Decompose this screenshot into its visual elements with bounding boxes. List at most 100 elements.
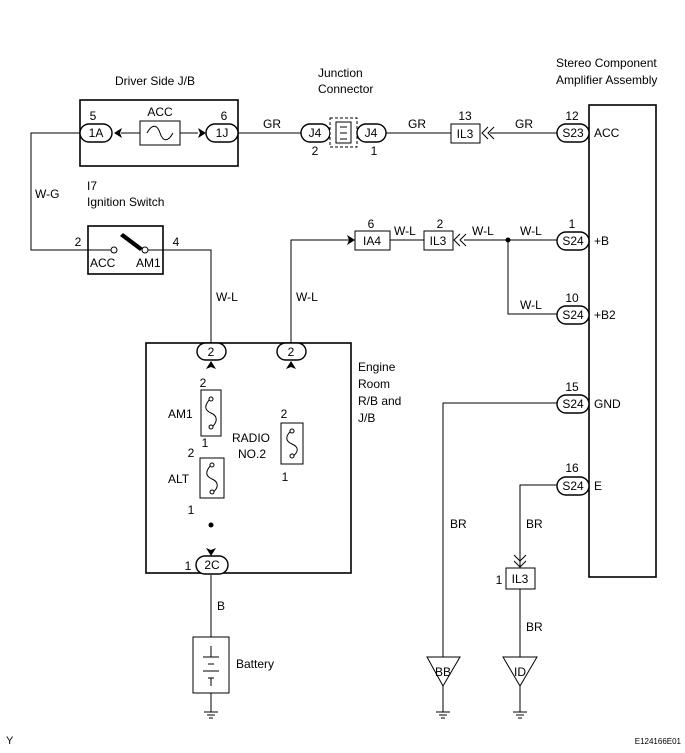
pin-1a: 5 [90, 109, 97, 123]
connector-s24-gnd-label: S24 [562, 397, 584, 411]
connector-1j-label: 1J [216, 126, 229, 140]
pin-s23: 12 [565, 109, 579, 123]
wire-wl-ign: W-L [216, 290, 238, 304]
pin-1j: 6 [221, 109, 228, 123]
alt-fuse-icon [206, 463, 218, 494]
am1-fuse-label: AM1 [168, 407, 193, 421]
acc-fuse-icon [146, 125, 174, 141]
connector-s24-e: S24 [556, 476, 590, 496]
connector-er-2-left: 2 [196, 342, 227, 361]
figure-code: E124166E01 [635, 737, 682, 746]
radio-fuse-label-1: RADIO [232, 431, 270, 445]
ignition-switch-code: I7 [87, 179, 97, 193]
pin-radio-bottom: 1 [282, 470, 289, 484]
arrow-right-1j [198, 128, 206, 138]
wire-gr-2: GR [408, 117, 426, 131]
ground-point-id [502, 656, 538, 687]
connector-s24-b-label: S24 [562, 234, 584, 248]
connector-2c: 2C [195, 555, 229, 575]
pin-s24-b2: 10 [565, 291, 579, 305]
ign-am1-contact [141, 246, 149, 254]
pin-am1-top: 2 [200, 376, 207, 390]
amplifier-box [588, 104, 657, 578]
pin-ign-am1: 4 [173, 235, 180, 249]
connector-ia4-label: IA4 [363, 234, 381, 248]
radio-fuse-label-2: NO.2 [238, 447, 266, 461]
ign-am1-label: AM1 [136, 256, 161, 270]
terminal-b: +B [594, 234, 609, 248]
amplifier-label-2: Amplifier Assembly [556, 73, 657, 87]
battery-label: Battery [236, 657, 274, 671]
connector-s24-b: S24 [556, 231, 590, 251]
connector-s24-e-label: S24 [562, 479, 584, 493]
wire-gr-3: GR [515, 117, 533, 131]
arrow-up-er-right [286, 361, 296, 369]
wire-wg: W-G [35, 187, 59, 201]
terminal-gnd: GND [594, 397, 621, 411]
pin-alt-bottom: 1 [188, 503, 195, 517]
pin-il3-top: 13 [458, 109, 472, 123]
engine-room-label-4: J/B [358, 411, 375, 425]
pin-ign-acc: 2 [75, 235, 82, 249]
pin-radio-top: 2 [281, 407, 288, 421]
female-mark-il3-top [481, 126, 495, 140]
connector-j4-left-label: J4 [309, 126, 322, 140]
ground-icon-battery [204, 711, 218, 719]
connector-s24-b2: S24 [556, 305, 590, 325]
arrow-left-1a [114, 128, 122, 138]
connector-s24-b2-label: S24 [562, 308, 584, 322]
pin-ia4: 6 [368, 217, 375, 231]
engine-room-label-3: R/B and [358, 394, 401, 408]
connector-il3-mid [423, 230, 454, 251]
terminal-acc: ACC [594, 126, 620, 140]
splice-point-er [208, 522, 214, 528]
wire-br-gnd: BR [450, 517, 467, 531]
ground-icon-bb [436, 711, 450, 719]
pin-s24-gnd: 15 [565, 380, 579, 394]
radio-fuse-icon [286, 429, 298, 458]
ground-id-label: ID [514, 665, 526, 679]
connector-il3-bottom-label: IL3 [512, 572, 529, 586]
connector-il3-bottom [505, 567, 536, 590]
wire-gr-1: GR [263, 117, 281, 131]
pin-s24-e: 16 [565, 461, 579, 475]
connector-s24-gnd: S24 [556, 394, 590, 414]
ign-acc-contact [110, 246, 118, 254]
arrow-up-er-left [206, 361, 216, 369]
engine-room-label-2: Room [358, 377, 390, 391]
connector-1a: 1A [79, 123, 113, 143]
pin-il3-bottom: 1 [496, 573, 503, 587]
pin-am1-bottom: 1 [202, 436, 209, 450]
connector-s23-label: S23 [562, 126, 584, 140]
arrow-ia4 [347, 235, 355, 245]
pin-j4-right: 1 [371, 144, 378, 158]
amplifier-label-1: Stereo Component [556, 56, 657, 70]
pin-2c: 1 [185, 559, 192, 573]
ground-point-bb [426, 656, 461, 688]
connector-s23: S23 [556, 123, 590, 143]
connector-er-2-left-label: 2 [208, 345, 215, 359]
wire-wl-2: W-L [472, 224, 494, 238]
connector-2c-label: 2C [204, 558, 220, 572]
engine-room-box [145, 342, 352, 574]
female-mark-il3-mid [453, 233, 467, 247]
wire-wl-b: W-L [520, 224, 542, 238]
terminal-b2: +B2 [594, 308, 616, 322]
junction-connector-label-1: Junction [318, 66, 363, 80]
connector-er-2-right-label: 2 [288, 345, 295, 359]
connector-j4-right-label: J4 [365, 126, 378, 140]
pin-s24-b: 1 [569, 217, 576, 231]
junction-connector-label-2: Connector [318, 82, 373, 96]
connector-1j: 1J [205, 123, 239, 143]
pin-il3-mid: 2 [437, 217, 444, 231]
connector-il3-mid-label: IL3 [430, 234, 447, 248]
wire-wl-b2: W-L [520, 298, 542, 312]
wire-br-e: BR [526, 517, 543, 531]
connector-1a-label: 1A [89, 126, 104, 140]
connector-er-2-right: 2 [276, 342, 307, 361]
wire-br-il3: BR [526, 620, 543, 634]
ign-acc-label: ACC [90, 256, 116, 270]
connector-j4-left: J4 [300, 123, 331, 143]
ign-switch-lever [120, 233, 143, 251]
